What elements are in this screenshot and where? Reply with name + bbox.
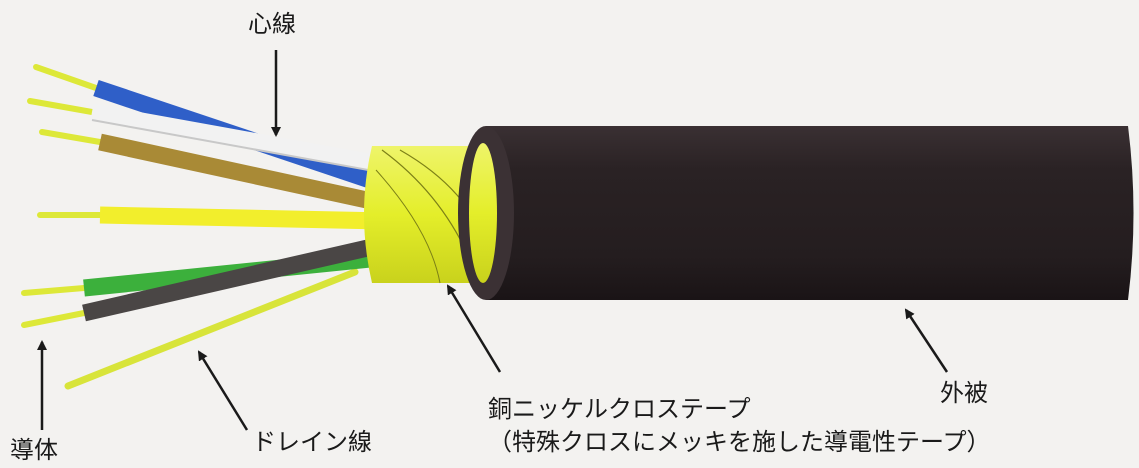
drain-wire-label: ドレイン線	[252, 428, 372, 456]
shield-tape-arrow	[446, 284, 502, 373]
wire-gray	[21, 235, 387, 328]
wire-brown	[39, 129, 387, 213]
sheath-arrow	[904, 308, 949, 373]
wire-white	[27, 98, 387, 174]
wire-yellow	[37, 206, 386, 230]
drain-wire	[64, 268, 359, 390]
outer-sheath	[458, 126, 1134, 300]
sheath-label: 外被	[940, 379, 988, 407]
drain-wire-arrow	[197, 350, 249, 431]
shield-tape-description: （特殊クロスにメッキを施した導電性テープ）	[488, 428, 991, 456]
conductor-label: 導体	[10, 436, 58, 464]
shield-tape-label: 銅ニッケルクロステープ	[488, 395, 751, 423]
core-wire-label: 心線	[248, 10, 296, 38]
